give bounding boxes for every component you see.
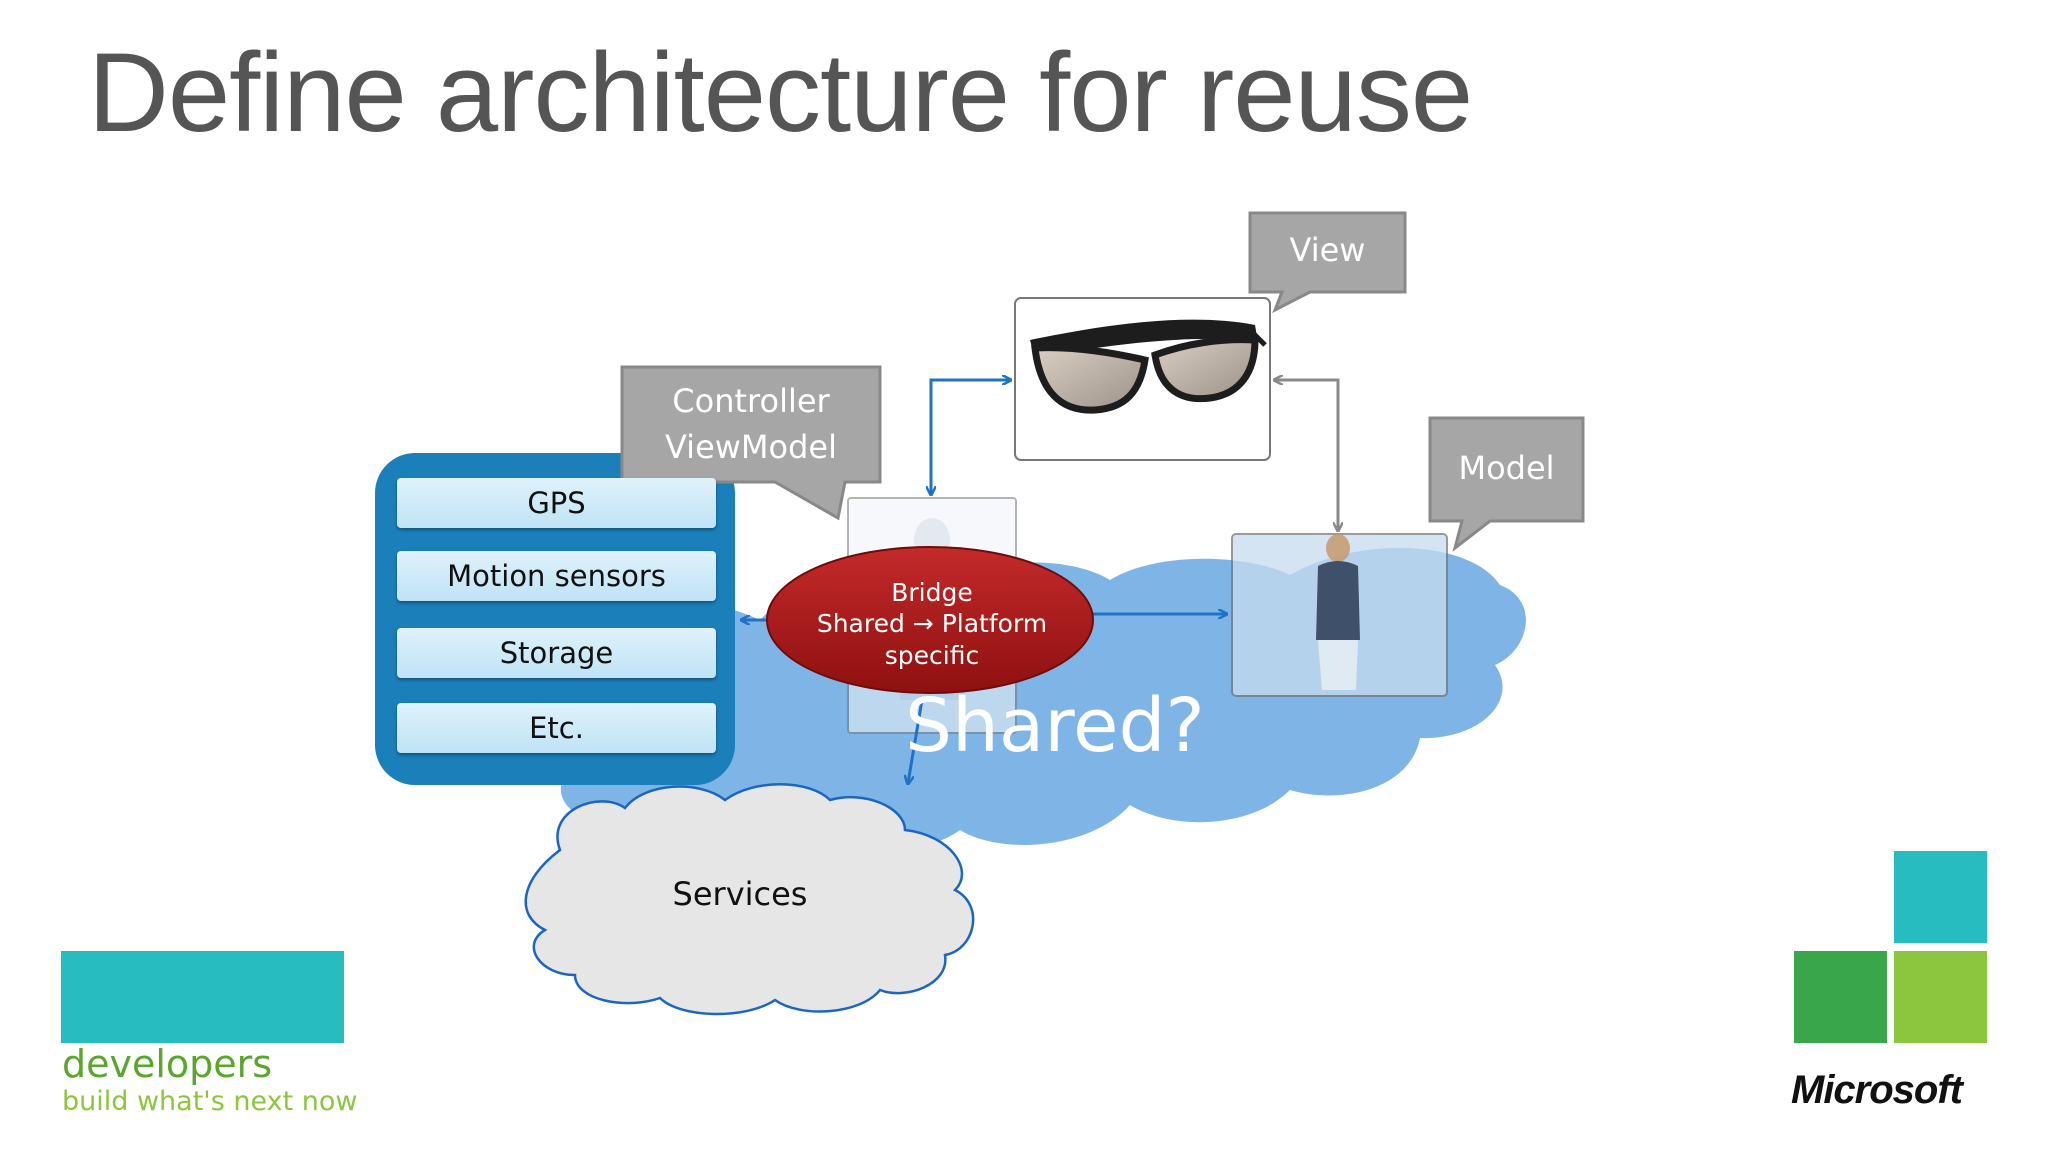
ms-square-lime <box>1894 951 1987 1043</box>
ms-square-teal <box>1894 851 1987 943</box>
developers-tagline: build what's next now <box>62 1086 358 1117</box>
bridge-to-services-arrow <box>908 699 924 783</box>
platform-panel <box>375 453 735 785</box>
bridge-title: Bridge <box>891 578 973 607</box>
panel-item-storage: Storage <box>397 628 716 678</box>
panel-item-motion-sensors: Motion sensors <box>397 551 716 601</box>
shared-label: Shared? <box>905 683 1205 769</box>
ms-square-green <box>1794 951 1887 1043</box>
woman-portrait-image <box>1231 533 1448 697</box>
bridge-label: Bridge Shared → Platform specific <box>768 577 1096 671</box>
microsoft-logo: Microsoft <box>1791 1068 1963 1112</box>
model-callout-label: Model <box>1458 449 1555 487</box>
model-callout <box>1428 416 1585 552</box>
bridge-subtitle: Shared → Platform specific <box>816 609 1048 670</box>
developers-logo-bar <box>61 951 344 1043</box>
panel-item-etc: Etc. <box>397 703 716 753</box>
model-view-arrow <box>1275 380 1338 532</box>
services-cloud <box>524 783 975 1016</box>
developers-wordmark: developers <box>62 1042 273 1086</box>
controller-view-arrow <box>931 380 1010 494</box>
bridge-ellipse <box>766 546 1094 694</box>
panel-item-gps: GPS <box>397 478 716 528</box>
controller-callout-line1: Controller <box>672 382 830 420</box>
slide-title: Define architecture for reuse <box>88 30 1473 155</box>
controller-callout-line2: ViewModel <box>664 428 837 466</box>
services-label: Services <box>672 875 808 913</box>
glasses-image <box>1014 297 1271 461</box>
view-callout-label: View <box>1289 231 1366 269</box>
view-callout <box>1248 211 1407 314</box>
